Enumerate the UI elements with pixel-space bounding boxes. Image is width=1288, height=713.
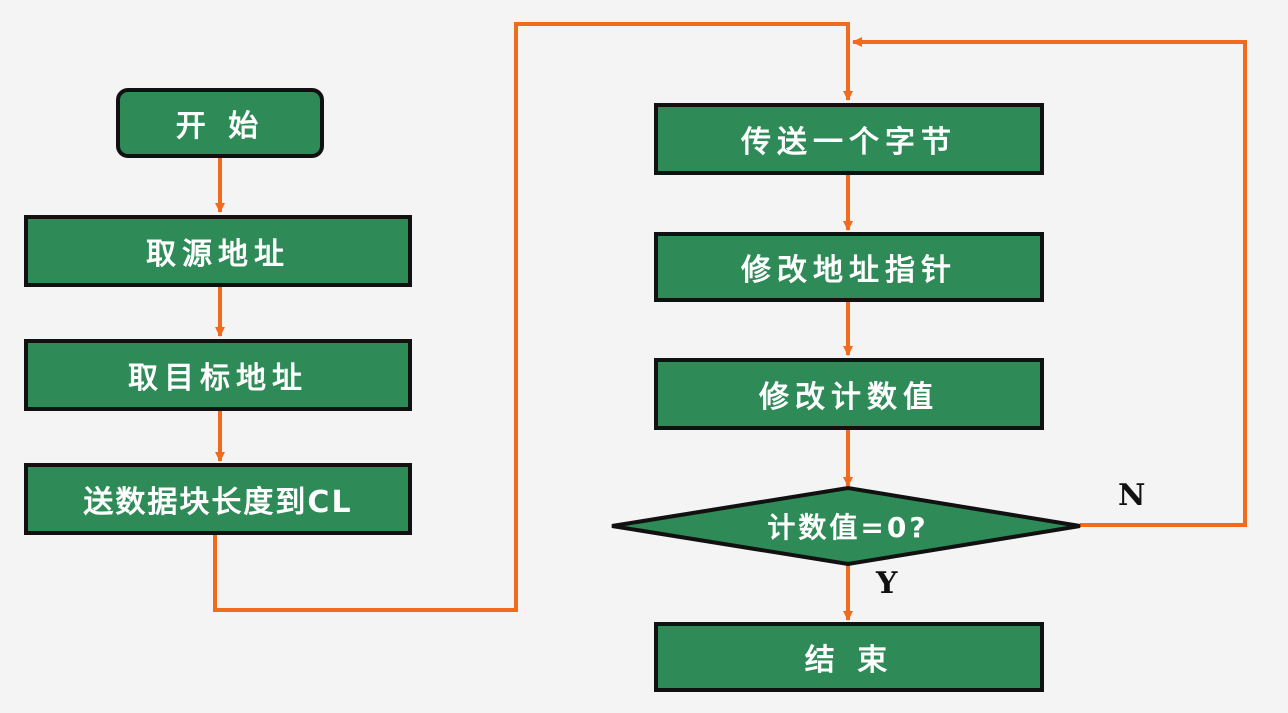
- decision-diamond: [611, 485, 1081, 567]
- arrow-length-to-transfer: [213, 22, 853, 612]
- modify-count-label: 修改计数值: [759, 380, 939, 415]
- end-node: 结 束: [654, 622, 1044, 692]
- get-source-label: 取源地址: [146, 237, 290, 272]
- end-label: 结 束: [804, 643, 894, 678]
- modify-pointer-label: 修改地址指针: [741, 253, 957, 288]
- send-length-label: 送数据块长度到CL: [83, 485, 353, 520]
- start-label: 开 始: [175, 109, 265, 144]
- check-count-label: 计数值=0?: [767, 511, 929, 544]
- modify-pointer-node: 修改地址指针: [654, 232, 1044, 302]
- send-length-node: 送数据块长度到CL: [24, 463, 412, 535]
- get-target-node: 取目标地址: [24, 339, 412, 411]
- transfer-byte-label: 传送一个字节: [741, 125, 957, 160]
- get-target-label: 取目标地址: [128, 361, 308, 396]
- branch-yes-label: Y: [876, 566, 898, 601]
- branch-no-label: N: [1118, 478, 1146, 513]
- arrow-no-loop: [852, 37, 1247, 527]
- start-node: 开 始: [116, 88, 324, 158]
- modify-count-node: 修改计数值: [654, 358, 1044, 430]
- get-source-node: 取源地址: [24, 215, 412, 287]
- transfer-byte-node: 传送一个字节: [654, 103, 1044, 175]
